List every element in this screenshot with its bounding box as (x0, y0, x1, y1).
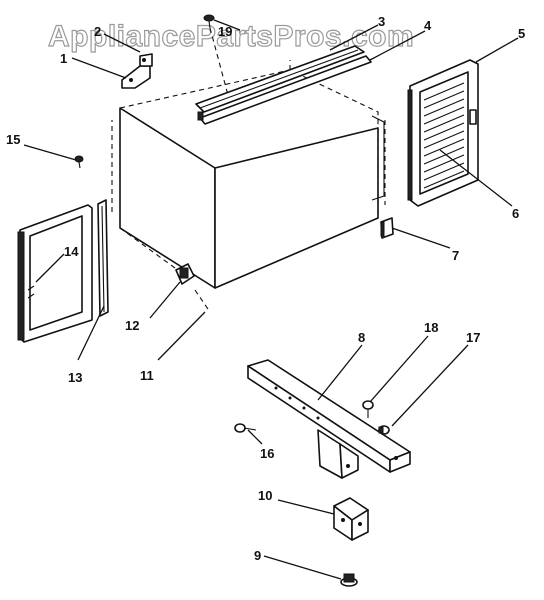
side-panel-part (407, 59, 479, 207)
callout-18: 18 (424, 320, 438, 335)
callout-14: 14 (64, 244, 79, 259)
leader-lines (23, 19, 519, 580)
vertical-strip-part (97, 199, 109, 317)
watermark-text: AppliancePartsPros.com (48, 20, 414, 53)
support-rail-part (247, 359, 411, 479)
callout-19: 19 (218, 24, 232, 39)
callout-labels: 1 2 3 4 5 6 7 8 9 10 11 12 13 14 15 16 1… (6, 14, 525, 563)
bolt-16-part (234, 423, 257, 433)
callout-9: 9 (254, 548, 261, 563)
callout-11: 11 (140, 368, 154, 383)
callout-8: 8 (358, 330, 365, 345)
clip-part (380, 217, 394, 239)
callout-2: 2 (94, 24, 101, 39)
callout-7: 7 (452, 248, 459, 263)
callout-12: 12 (125, 318, 139, 333)
screw-15-part (74, 155, 84, 169)
callout-15: 15 (6, 132, 20, 147)
callout-1: 1 (60, 51, 67, 66)
bottom-bracket-part (175, 263, 195, 285)
callout-5: 5 (518, 26, 525, 41)
side-frame-panel-part (17, 204, 93, 343)
callout-4: 4 (424, 18, 432, 33)
callout-16: 16 (260, 446, 274, 461)
top-rail-part (195, 45, 372, 125)
callout-17: 17 (466, 330, 480, 345)
foot-part (340, 573, 358, 587)
callout-13: 13 (68, 370, 82, 385)
screw-19-part (203, 14, 215, 29)
u-bracket-part (333, 497, 369, 541)
callout-10: 10 (258, 488, 272, 503)
cabinet-part (111, 27, 386, 313)
nut-17-part (378, 425, 390, 435)
callout-3: 3 (378, 14, 385, 29)
bracket-part (121, 53, 153, 89)
callout-6: 6 (512, 206, 519, 221)
bolt-18-part (362, 400, 374, 418)
